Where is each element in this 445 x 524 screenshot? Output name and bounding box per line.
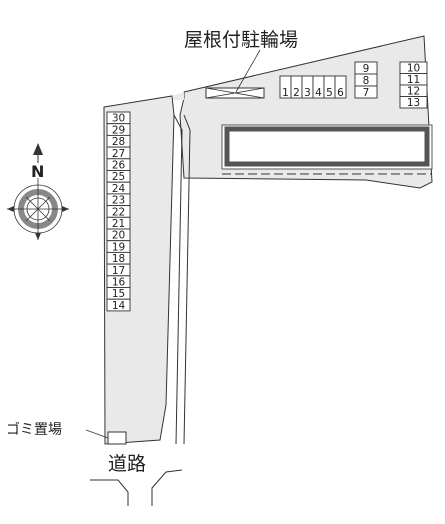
parking-lot-area (103, 35, 433, 445)
parking-slot-20: 20 (106, 228, 131, 242)
parking-slot-number: 23 (112, 195, 125, 207)
parking-slot-13: 13 (399, 96, 428, 109)
parking-slot-number: 10 (407, 63, 420, 75)
leader-line-icon (235, 49, 261, 93)
parking-slot-26: 26 (106, 158, 131, 172)
parking-slot-number: 3 (304, 87, 311, 99)
parking-slot-22: 22 (106, 205, 131, 218)
parking-slot-21: 21 (106, 216, 131, 230)
parking-slot-number: 17 (112, 265, 125, 277)
parking-slot-number: 26 (112, 160, 126, 172)
parking-slot-29: 29 (106, 123, 131, 136)
parking-slot-number: 27 (112, 148, 125, 160)
covered-bike-parking (205, 49, 265, 99)
parking-slot-12: 12 (399, 84, 428, 98)
lot-connector (172, 92, 184, 100)
parking-slot-number: 8 (363, 75, 370, 87)
parking-slot-number: 11 (407, 74, 420, 86)
parking-slot-number: 9 (363, 63, 370, 75)
parking-slot-28: 28 (106, 134, 131, 148)
parking-slot-27: 27 (106, 146, 131, 160)
parking-slot-30: 30 (106, 111, 131, 125)
parking-slot-1: 1 (279, 75, 292, 99)
parking-slot-3: 3 (301, 75, 314, 99)
road-label: 道路 (108, 453, 146, 475)
parking-slot-number: 1 (282, 87, 289, 99)
parking-slot-number: 16 (112, 277, 126, 289)
building (221, 124, 433, 175)
parking-slot-number: 14 (112, 300, 126, 312)
parking-slot-number: 30 (112, 113, 125, 125)
parking-slot-number: 18 (112, 253, 125, 265)
parking-slot-number: 22 (112, 206, 125, 218)
parking-slot-19: 19 (106, 240, 131, 253)
parking-slot-number: 21 (112, 218, 125, 230)
parking-slot-number: 24 (112, 183, 126, 195)
parking-slot-number: 15 (112, 288, 125, 300)
parking-slot-number: 7 (363, 87, 370, 99)
parking-slot-number: 13 (407, 97, 420, 109)
north-label: N (31, 162, 44, 181)
road-edges (90, 469, 183, 506)
garbage-area (85, 429, 127, 445)
parking-slot-7: 7 (354, 85, 378, 99)
parking-slot-number: 28 (112, 136, 125, 148)
parking-slot-number: 5 (326, 87, 333, 99)
parking-slot-5: 5 (323, 75, 336, 99)
parking-slot-8: 8 (354, 73, 378, 87)
parking-slot-6: 6 (334, 75, 347, 99)
compass-rose-icon (7, 143, 69, 240)
parking-slot-18: 18 (106, 251, 131, 265)
garbage-label: ゴミ置場 (6, 421, 62, 438)
parking-slot-number: 2 (293, 87, 300, 99)
slot-group-9-7: 987 (354, 61, 378, 99)
parking-slot-17: 17 (106, 263, 131, 277)
parking-slot-23: 23 (106, 193, 131, 207)
parking-slot-number: 12 (407, 86, 420, 98)
parking-slot-number: 29 (112, 124, 125, 136)
parking-slot-16: 16 (106, 275, 131, 289)
driveway-lines (173, 114, 191, 445)
parking-slot-14: 14 (106, 298, 131, 312)
parking-slot-4: 4 (312, 75, 325, 99)
parking-slot-15: 15 (106, 287, 131, 300)
parking-slot-10: 10 (399, 61, 428, 75)
parking-slot-number: 4 (315, 87, 322, 99)
leader-line-icon (85, 429, 109, 439)
parking-slot-number: 19 (112, 241, 125, 253)
north-arrow-icon (33, 143, 43, 155)
parking-slot-24: 24 (106, 181, 131, 195)
parking-slot-number: 25 (112, 171, 125, 183)
parking-slot-number: 6 (337, 87, 344, 99)
parking-slot-25: 25 (106, 170, 131, 183)
parking-slot-2: 2 (290, 75, 303, 99)
parking-slot-9: 9 (354, 61, 378, 75)
parking-slot-number: 20 (112, 230, 125, 242)
parking-slot-11: 11 (399, 73, 428, 86)
covered-parking-label: 屋根付駐輪場 (184, 29, 298, 51)
